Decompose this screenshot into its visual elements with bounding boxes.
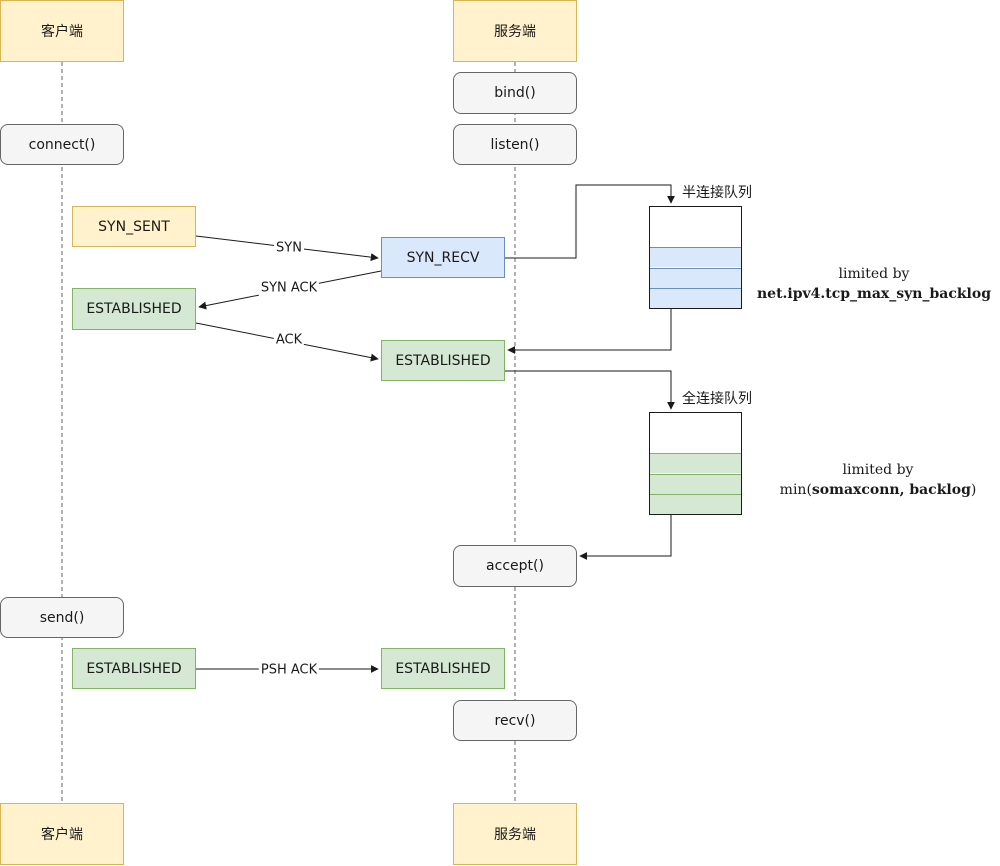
connect-call: connect()	[0, 124, 124, 165]
full-queue-slot	[650, 474, 741, 494]
half-queue-note-line1: limited by	[838, 266, 910, 282]
full-connection-queue	[649, 412, 742, 515]
half-queue-slot	[650, 247, 741, 267]
server-state-established-1: ESTABLISHED	[381, 340, 505, 381]
full-queue-slot	[650, 494, 741, 514]
half-connection-queue	[649, 206, 742, 309]
half-queue-title: 半连接队列	[682, 185, 752, 201]
syn-ack-label: SYN ACK	[258, 280, 320, 296]
half-queue-note-param: net.ipv4.tcp_max_syn_backlog	[756, 286, 992, 302]
full-queue-note-line1: limited by	[842, 462, 914, 478]
server-actor-top: 服务端	[453, 0, 577, 62]
syn-recv-to-half-queue-arrow	[505, 184, 675, 259]
client-state-syn-sent: SYN_SENT	[72, 206, 196, 247]
recv-call: recv()	[453, 700, 577, 741]
client-state-established-1: ESTABLISHED	[72, 288, 196, 330]
server-state-established-2: ESTABLISHED	[381, 648, 505, 689]
server-actor-bottom: 服务端	[453, 803, 577, 865]
send-call: send()	[0, 597, 124, 638]
full-queue-note-suffix: )	[970, 482, 977, 498]
established-to-full-queue-arrow	[505, 370, 675, 410]
half-queue-slot	[650, 288, 741, 308]
listen-call: listen()	[453, 124, 577, 165]
server-state-syn-recv: SYN_RECV	[381, 237, 505, 278]
full-queue-note-prefix: min(	[779, 482, 812, 498]
client-state-established-2: ESTABLISHED	[72, 648, 196, 689]
accept-call: accept()	[453, 545, 577, 587]
full-queue-title: 全连接队列	[682, 391, 752, 407]
full-queue-limit-note: limited by min(somaxconn, backlog)	[752, 460, 1000, 500]
half-queue-limit-note: limited by net.ipv4.tcp_max_syn_backlog	[748, 264, 1000, 304]
half-queue-to-established-arrow	[507, 309, 672, 354]
client-actor-bottom: 客户端	[0, 803, 124, 865]
full-queue-note-param: somaxconn, backlog	[811, 482, 971, 498]
bind-call: bind()	[453, 72, 577, 114]
full-queue-slot	[650, 453, 741, 473]
psh-ack-label: PSH ACK	[258, 662, 320, 678]
syn-label: SYN	[274, 240, 304, 256]
half-queue-slot	[650, 268, 741, 288]
client-actor-top: 客户端	[0, 0, 124, 62]
ack-label: ACK	[273, 332, 305, 348]
full-queue-to-accept-arrow	[579, 515, 672, 560]
